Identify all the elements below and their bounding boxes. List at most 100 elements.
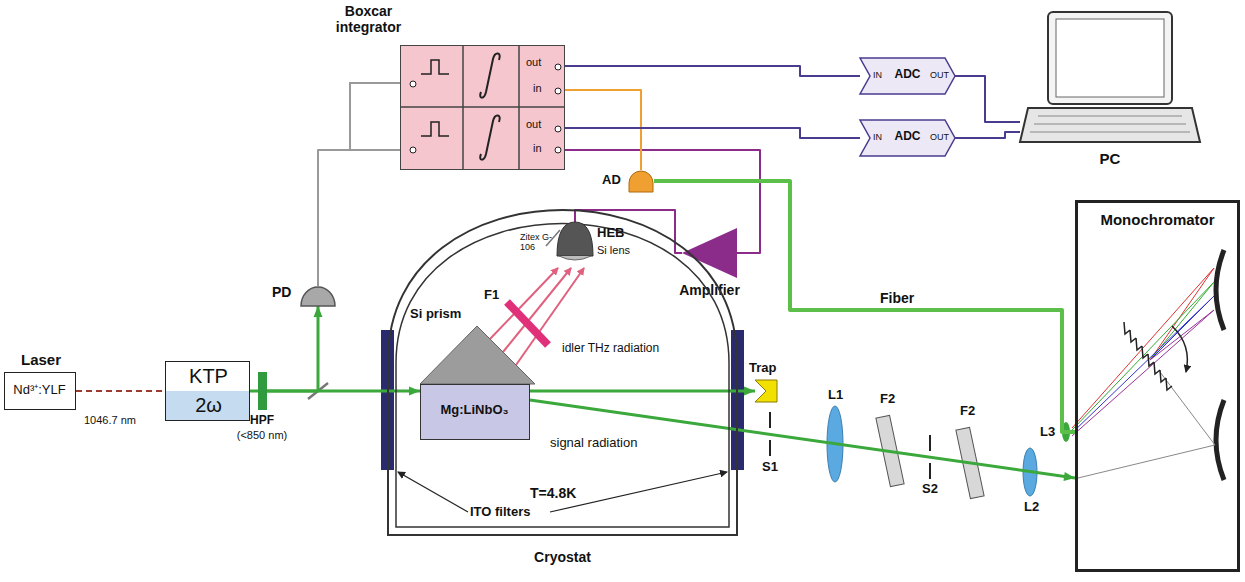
node-text: Monochromator <box>1078 211 1237 228</box>
mirror <box>1216 400 1224 480</box>
detector-symbol <box>629 171 653 192</box>
si-lens <box>559 256 591 260</box>
grating <box>1124 322 1172 390</box>
node-text: HPF <box>227 414 297 428</box>
part-label: in <box>533 82 542 95</box>
adc-shape <box>860 120 955 156</box>
part-label: S1 <box>762 460 778 475</box>
node-text: Nd³⁺:YLF <box>13 383 65 398</box>
node-text: Laser <box>5 351 77 368</box>
adc-box: INADCOUT <box>860 120 955 156</box>
slit <box>769 412 771 428</box>
node-text: Boxcar integrator <box>321 3 416 35</box>
avalanche-detector: AD <box>628 170 654 192</box>
part-label: F2 <box>960 404 975 419</box>
input-jack <box>410 147 416 153</box>
node-text: Mg:LiNbO₃ <box>440 403 508 418</box>
part-label: L1 <box>828 388 843 403</box>
output-jack <box>555 126 561 132</box>
edge-label: signal radiation <box>548 436 639 451</box>
part-label: L3 <box>1040 425 1055 440</box>
crystal: Mg:LiNbO₃ <box>420 384 530 440</box>
cryostat-inner-wall <box>396 224 729 528</box>
avalanche-detector-shape <box>628 170 654 192</box>
slit <box>929 463 931 479</box>
laser-box: LaserNd³⁺:YLF <box>4 372 76 410</box>
connector <box>955 132 1020 138</box>
connector <box>267 306 318 391</box>
screen-area <box>1056 19 1164 97</box>
part-label: Zitex G-106 <box>520 232 552 253</box>
ray <box>1072 310 1214 436</box>
beam-trap: Trap <box>755 380 777 402</box>
node-text: Amplifier <box>662 282 757 298</box>
arrowhead <box>409 387 420 396</box>
connector <box>530 400 1075 478</box>
adc-box: INADCOUT <box>860 58 955 94</box>
node-text: AD <box>602 173 621 188</box>
thz-ray <box>490 268 558 339</box>
pulse-symbol <box>421 60 449 136</box>
f1-filter <box>507 302 548 345</box>
ktp-crystal: KTP2ω <box>165 361 250 421</box>
prism-triangle <box>420 326 535 384</box>
cryostat: T=4.8KCryostatHEBSi lensSi prismMg:LiNbO… <box>380 195 745 543</box>
part-label: out <box>526 56 541 69</box>
trigger-wire <box>350 83 400 150</box>
integral-symbol <box>480 53 500 159</box>
mirror <box>1216 250 1224 330</box>
leader-line <box>398 472 468 512</box>
input-jack <box>410 81 416 87</box>
laptop-shape <box>1020 8 1200 148</box>
si-prism-shape <box>420 326 535 384</box>
slit <box>769 440 771 456</box>
connector <box>565 66 860 76</box>
node-text: PC <box>1020 150 1200 167</box>
heb-symbol <box>557 222 593 256</box>
laptop-base <box>1020 108 1200 142</box>
node-text: OUT <box>930 132 949 142</box>
node-text: Si lens <box>597 244 630 257</box>
part-label: out <box>526 118 541 131</box>
connector <box>565 128 860 138</box>
cryostat-wall <box>388 210 737 535</box>
connector <box>530 390 755 393</box>
connector <box>250 390 258 393</box>
part-label: F2 <box>880 392 895 407</box>
laptop-screen <box>1048 12 1172 104</box>
monochromator: Monochromator <box>1075 200 1240 572</box>
grating-teeth <box>1124 322 1172 390</box>
node-text: PD <box>272 284 291 300</box>
connector <box>565 90 641 170</box>
ray <box>1150 268 1214 360</box>
photodiode-symbol <box>301 287 335 306</box>
edge-label: Fiber <box>878 290 916 306</box>
connector <box>76 390 165 392</box>
slit <box>929 435 931 451</box>
node-text: Cryostat <box>380 549 745 565</box>
part-label: in <box>533 142 542 155</box>
leader-line <box>550 472 727 512</box>
input-jack <box>555 88 561 94</box>
node-text: HEB <box>597 226 624 241</box>
heb-detector: HEBSi lens <box>555 222 595 258</box>
part-label: F1 <box>484 288 499 303</box>
ray <box>1072 282 1214 430</box>
output-jack <box>555 64 561 70</box>
arrowhead <box>1063 472 1075 481</box>
hpf-filter: HPF(<850 nm) <box>258 372 267 410</box>
keyboard <box>1030 116 1190 132</box>
ray <box>1150 310 1214 360</box>
photodiode: PD <box>300 286 336 306</box>
laptop: PC <box>1020 8 1200 148</box>
node-text: T=4.8K <box>530 485 576 501</box>
part-label: ITO filters <box>470 505 530 520</box>
arrowhead <box>744 387 755 396</box>
node-text: OUT <box>930 70 949 80</box>
ray <box>1078 445 1215 478</box>
trap-symbol <box>755 380 777 402</box>
part-label: idler THz radiation <box>562 342 659 356</box>
node-text: KTP <box>166 365 251 388</box>
photodiode-shape <box>300 286 336 306</box>
